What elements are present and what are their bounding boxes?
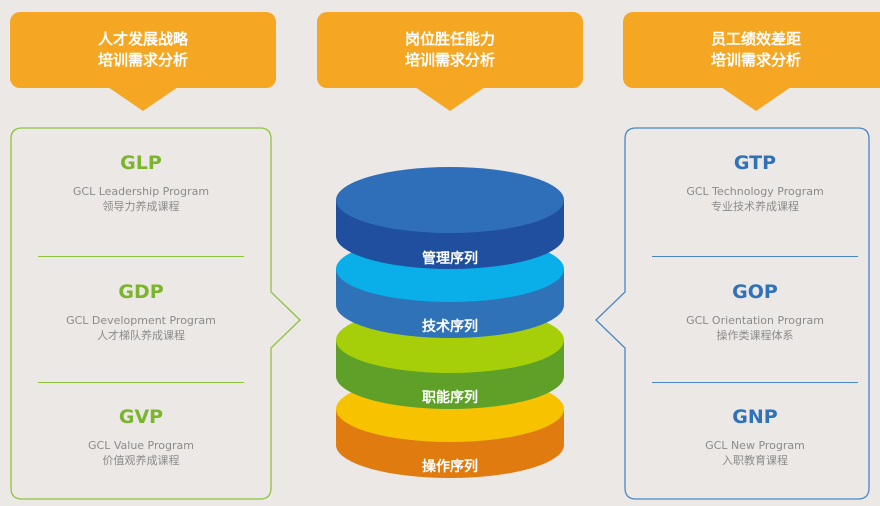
program-code: GNP [732, 406, 778, 428]
program-chinese-name: 价值观养成课程 [102, 454, 180, 467]
divider [652, 256, 858, 257]
program-english-name: GCL Leadership Program [72, 185, 210, 198]
program-chinese-name: 人才梯队养成课程 [97, 329, 185, 342]
program-gdp: GDP GCL Development Program 人才梯队养成课程 [30, 281, 252, 343]
program-gnp: GNP GCL New Program 入职教育课程 [642, 406, 868, 468]
program-code: GTP [733, 152, 777, 174]
program-code: GVP [118, 406, 164, 428]
layer-top-management [336, 167, 564, 233]
program-code: GDP [118, 281, 164, 303]
program-gtp: GTP GCL Technology Program 专业技术养成课程 [642, 152, 868, 214]
program-english-name: GCL New Program [705, 439, 805, 452]
program-english-name: GCL Development Program [66, 314, 216, 327]
tab-arrow [721, 87, 791, 111]
program-chinese-name: 专业技术养成课程 [711, 200, 799, 213]
program-chinese-name: 领导力养成课程 [102, 200, 180, 213]
tab-competency: 岗位胜任能力 培训需求分析 [317, 12, 583, 88]
program-english-name: GCL Technology Program [686, 185, 824, 198]
left-panel-outline [10, 127, 301, 500]
program-glp: GLP GCL Leadership Program 领导力养成课程 [30, 152, 252, 214]
divider [38, 256, 244, 257]
divider [38, 382, 244, 383]
tab-line1: 岗位胜任能力 [404, 30, 495, 48]
tab-arrow [108, 87, 178, 111]
program-chinese-name: 操作类课程体系 [716, 329, 794, 342]
program-english-name: GCL Orientation Program [686, 314, 824, 327]
tab-arrow [415, 87, 485, 111]
tab-line2: 培训需求分析 [97, 51, 188, 69]
program-gvp: GVP GCL Value Program 价值观养成课程 [30, 406, 252, 468]
tab-line2: 培训需求分析 [710, 51, 801, 69]
layer-label-management: 管理序列 [422, 251, 478, 267]
tab-performance-gap: 员工绩效差距 培训需求分析 [623, 12, 880, 88]
program-code: GLP [120, 152, 162, 174]
program-chinese-name: 入职教育课程 [722, 454, 788, 467]
divider [652, 382, 858, 383]
layer-label-functional: 职能序列 [422, 390, 478, 406]
program-code: GOP [732, 281, 778, 303]
layer-label-technical: 技术序列 [422, 319, 478, 335]
program-gop: GOP GCL Orientation Program 操作类课程体系 [642, 281, 868, 343]
layer-label-operation: 操作序列 [422, 459, 478, 475]
tab-line1: 员工绩效差距 [710, 30, 801, 48]
tab-line2: 培训需求分析 [404, 51, 495, 69]
tab-talent-strategy: 人才发展战略 培训需求分析 [10, 12, 276, 88]
tab-line1: 人才发展战略 [97, 30, 188, 48]
right-panel-outline [595, 127, 870, 500]
program-english-name: GCL Value Program [88, 439, 194, 452]
